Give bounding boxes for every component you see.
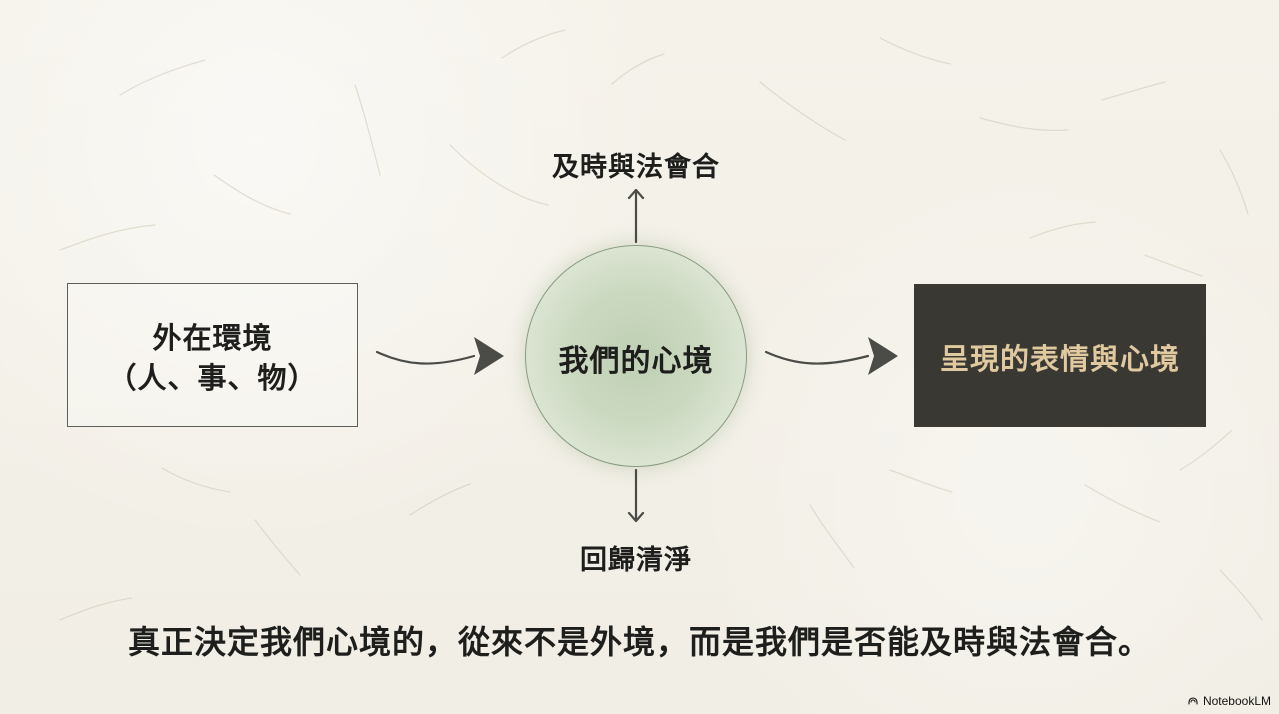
right-curved-arrow-line [764, 350, 870, 365]
summary-sentence: 真正決定我們心境的，從來不是外境，而是我們是否能及時與法會合。 [127, 623, 1151, 661]
expression-box: 呈現的表情與心境 [914, 284, 1206, 427]
external-environment-text: 外在環境 （人、事、物） [68, 318, 357, 398]
mindset-label: 我們的心境 [558, 344, 714, 379]
mindset-circle [525, 245, 747, 467]
bottom-label: 回歸清淨 [580, 545, 692, 576]
up-arrow-head [627, 188, 645, 200]
external-environment-box: 外在環境 （人、事、物） [67, 283, 358, 427]
down-arrow-head [627, 511, 645, 523]
left-arrow-head [474, 337, 504, 375]
brand-mark: NotebookLM [1187, 694, 1271, 708]
top-label: 及時與法會合 [552, 152, 720, 183]
external-environment-title: 外在環境 [152, 321, 273, 355]
brand-name: NotebookLM [1202, 694, 1271, 708]
left-curved-arrow-line [375, 350, 476, 365]
right-arrow-head [868, 337, 898, 375]
notebooklm-icon [1188, 697, 1198, 705]
external-environment-subtitle: （人、事、物） [107, 361, 318, 395]
expression-label: 呈現的表情與心境 [939, 342, 1180, 376]
